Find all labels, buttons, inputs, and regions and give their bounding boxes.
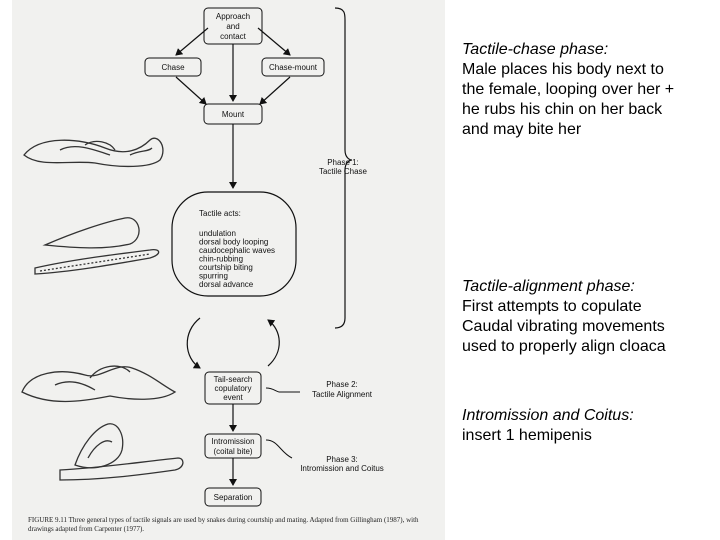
note-line: insert 1 hemipenis [462, 427, 592, 444]
arrow-approach-to-chase [175, 27, 209, 56]
figure-caption: FIGURE 9.11 Three general types of tacti… [28, 516, 419, 533]
tactile-acts-heading: Tactile acts: [199, 209, 241, 218]
note-line: he rubs his chin on her back [462, 101, 663, 118]
phase3-label-line1: Phase 3: [326, 455, 358, 464]
node-intromission-line1: Intromission [211, 437, 254, 446]
note-line: used to properly align cloaca [462, 338, 666, 355]
note-line: and may bite her [462, 121, 582, 138]
phase2-connector [265, 387, 300, 393]
node-separation-box [204, 487, 262, 507]
note-line: Male places his body next to [462, 61, 664, 78]
tactile-act-item: dorsal body looping [199, 238, 268, 247]
tactile-act-item: undulation [199, 229, 236, 238]
node-intromission-line2: (coital bite) [213, 447, 252, 456]
node-chase-box [144, 57, 202, 77]
arrow-chase-mount-to-mount [259, 76, 291, 105]
phase2-label-line1: Phase 2: [326, 380, 358, 389]
note-title: Tactile-alignment phase: [462, 278, 635, 295]
note-title: Intromission and Coitus: [462, 407, 634, 424]
tactile-act-item: spurring [199, 272, 228, 281]
node-approach-line1: Approach [216, 12, 250, 21]
phase1-label-line1: Phase 1: [327, 158, 359, 167]
note-intromission-coitus: Intromission and Coitus: insert 1 hemipe… [462, 406, 712, 446]
phase1-label-line2: Tactile Chase [319, 167, 368, 176]
tactile-act-item: courtship biting [199, 263, 253, 272]
phase3-connector [265, 439, 293, 459]
node-separation-label: Separation [214, 493, 253, 502]
tactile-act-item: caudocephalic waves [199, 246, 275, 255]
snake-sketch-2 [34, 217, 160, 275]
note-tactile-chase: Tactile-chase phase: Male places his bod… [462, 40, 712, 140]
phase2-label-line2: Tactile Alignment [312, 390, 373, 399]
node-chase-mount-box [261, 57, 325, 77]
note-tactile-alignment: Tactile-alignment phase: First attempts … [462, 277, 712, 357]
scanned-figure-background [12, 0, 445, 540]
snake-sketch-4 [59, 423, 184, 481]
tactile-act-item: dorsal advance [199, 280, 254, 289]
arrow-chase-to-mount [175, 76, 207, 105]
note-line: the female, looping over her + [462, 81, 675, 98]
node-chase-label: Chase [161, 63, 185, 72]
tactile-act-item: chin-rubbing [199, 255, 243, 264]
note-title: Tactile-chase phase: [462, 41, 609, 58]
arrow-cycle-down [186, 317, 201, 369]
phase1-bracket [334, 7, 353, 329]
note-line: Caudal vibrating movements [462, 318, 665, 335]
node-tactile-acts-box [171, 191, 297, 297]
snake-sketch-3 [21, 365, 177, 403]
arrow-approach-to-chase-mount [257, 27, 291, 56]
node-approach-line2: and [226, 22, 239, 31]
node-tail-search-line1: Tail-search [214, 375, 253, 384]
node-approach-line3: contact [220, 32, 247, 41]
node-chase-mount-label: Chase-mount [269, 63, 318, 72]
snake-sketch-1 [23, 137, 164, 168]
phase3-label-line2: Intromission and Coitus [300, 464, 384, 473]
node-tail-search-line2: copulatory [215, 384, 252, 393]
node-mount-label: Mount [222, 110, 245, 119]
node-tail-search-line3: event [223, 393, 243, 402]
note-line: First attempts to copulate [462, 298, 642, 315]
arrow-cycle-up [267, 319, 280, 367]
